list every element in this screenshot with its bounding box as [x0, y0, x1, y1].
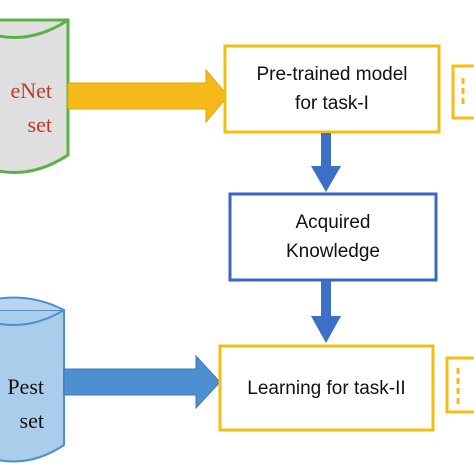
- database-pest-line1: Pest: [7, 374, 44, 399]
- box-pretrained-label: Pre-trained model for task-I: [228, 49, 436, 129]
- arrow-to-pretrained: [67, 68, 229, 124]
- database-imagenet-line1: eNet: [10, 78, 52, 103]
- database-pest: [0, 296, 65, 463]
- box-knowledge-line1: Acquired: [295, 212, 371, 233]
- box-learning-label: Learning for task-II: [223, 349, 430, 427]
- box-knowledge-label: Acquired Knowledge: [233, 197, 433, 277]
- database-pest-line2: set: [19, 408, 44, 433]
- box-learning: [218, 344, 435, 432]
- database-imagenet: [0, 18, 70, 174]
- box-pretrained-line1: Pre-trained model: [256, 64, 408, 85]
- box-pretrained-model: [223, 44, 441, 134]
- arrow-down-2: [311, 281, 341, 343]
- box-pretrained-line2: for task-I: [295, 93, 369, 114]
- box-learning-line1: Learning for task-II: [247, 377, 406, 399]
- database-imagenet-line2: set: [27, 112, 52, 137]
- box-acquired-knowledge: [228, 192, 438, 282]
- box-knowledge-line2: Knowledge: [285, 241, 381, 262]
- arrow-to-learning: [63, 354, 221, 410]
- arrow-down-1: [311, 133, 341, 192]
- database-imagenet-label: eNet set: [0, 74, 52, 142]
- database-pest-label: Pest set: [0, 370, 44, 438]
- box-partial-right-bottom: [445, 356, 474, 414]
